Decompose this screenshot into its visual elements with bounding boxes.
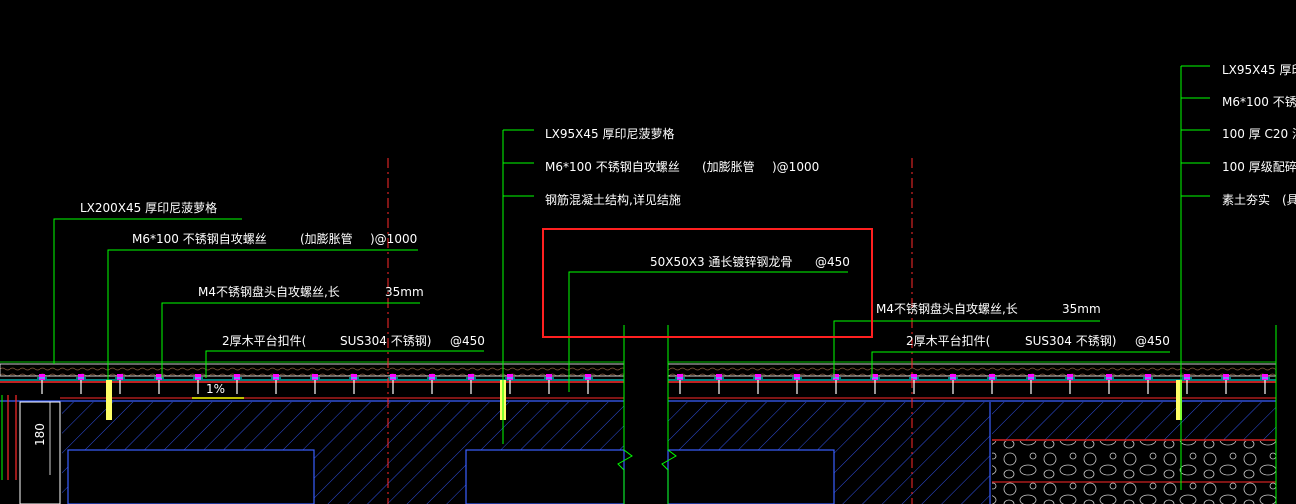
- middle-screw-spacing-label: )@1000: [772, 160, 819, 174]
- left-deck-fastener: [583, 374, 593, 394]
- right-slab-void: [667, 449, 835, 504]
- left-deck-fastener: [37, 374, 47, 394]
- left-deck-fastener: [232, 374, 242, 394]
- slope-label: 1%: [206, 382, 225, 396]
- middle-deck-board-label: LX95X45 厚印尼菠萝格: [545, 126, 674, 141]
- right-gravel-label: 100 厚级配碎石垫: [1222, 159, 1296, 174]
- concrete-layer: [992, 402, 1276, 440]
- right-soil-note-label: (具: [1282, 193, 1296, 207]
- middle-screw-label: M6*100 不锈钢自攻螺丝: [545, 160, 680, 174]
- left-leaders: [53, 218, 484, 380]
- left-expansion-label: (加膨胀管: [300, 231, 353, 246]
- right-deck-fastener: [831, 374, 841, 394]
- middle-labels: LX95X45 厚印尼菠萝格 M6*100 不锈钢自攻螺丝 (加膨胀管 )@10…: [545, 126, 850, 269]
- right-deck-fastener: [1260, 374, 1270, 394]
- right-clip-spacing-label: @450: [1135, 334, 1170, 348]
- left-deck-fastener: [193, 374, 203, 394]
- right-break-line: [661, 325, 677, 504]
- left-edge-column: [19, 401, 61, 504]
- right-deck-fastener: [675, 374, 685, 394]
- left-labels: LX200X45 厚印尼菠萝格 M6*100 不锈钢自攻螺丝 (加膨胀管 )@1…: [33, 200, 485, 446]
- right-screw-label: M6*100 不锈钢: [1222, 95, 1296, 109]
- break-lines: [617, 325, 1277, 504]
- dimension-180-label: 180: [33, 423, 47, 446]
- left-deck-board-label: LX200X45 厚印尼菠萝格: [80, 200, 217, 215]
- gravel-layer: [992, 441, 1276, 504]
- leader-left-screw: [107, 249, 418, 380]
- left-screw-spacing-label: )@1000: [370, 232, 417, 246]
- left-m4-label: M4不锈钢盘头自攻螺丝,长: [198, 284, 340, 299]
- right-deck-fastener: [1026, 374, 1036, 394]
- leader-right-m4: [833, 320, 1100, 378]
- leader-keel: [568, 271, 848, 392]
- right-deck-fastener: [1182, 374, 1192, 394]
- keel-label: 50X50X3 通长镀锌钢龙骨: [650, 255, 792, 269]
- left-deck-fastener: [544, 374, 554, 394]
- right-clip-label: 2厚木平台扣件(: [906, 333, 990, 348]
- left-deck-fastener: [115, 374, 125, 394]
- left-deck-fastener: [76, 374, 86, 394]
- right-deck-fastener: [714, 374, 724, 394]
- highlight-box[interactable]: [542, 228, 873, 338]
- middle-expansion-label: (加膨胀管: [702, 159, 755, 174]
- right-deck-fastener: [987, 374, 997, 394]
- left-deck: [0, 361, 625, 399]
- right-deck-fastener: [948, 374, 958, 394]
- leader-left-m4: [161, 302, 420, 378]
- left-break-line: [617, 325, 633, 504]
- keel-spacing-label: @450: [815, 255, 850, 269]
- leader-left-deck-board: [53, 218, 242, 364]
- leader-right-clip: [871, 351, 1170, 378]
- anchor-screw-left: [106, 380, 112, 420]
- left-deck-fastener: [466, 374, 476, 394]
- left-screw-label: M6*100 不锈钢自攻螺丝: [132, 232, 267, 246]
- right-deck-fastener: [1143, 374, 1153, 394]
- right-structure: [667, 400, 1276, 504]
- left-slab-void-1: [67, 449, 315, 504]
- left-deck-fastener: [505, 374, 515, 394]
- left-deck-fastener: [271, 374, 281, 394]
- left-structure: [0, 395, 625, 504]
- left-deck-fastener: [310, 374, 320, 394]
- right-deck: [667, 361, 1277, 399]
- right-deck-fastener: [1104, 374, 1114, 394]
- left-slab-void-2: [465, 449, 625, 504]
- right-soil-label: 素土夯实: [1222, 192, 1270, 207]
- left-clip-label: 2厚木平台扣件(: [222, 333, 306, 348]
- right-fastener-row: [675, 374, 1270, 394]
- right-deck-fastener: [909, 374, 919, 394]
- middle-structure-label: 钢筋混凝土结构,详见结施: [545, 192, 681, 207]
- axis-lines: [387, 158, 913, 504]
- left-clip-spacing-label: @450: [450, 334, 485, 348]
- right-deck-fastener: [753, 374, 763, 394]
- left-clip-material-label: SUS304 不锈钢): [340, 334, 431, 348]
- left-deck-fastener: [349, 374, 359, 394]
- right-m4-length-label: 35mm: [1062, 302, 1101, 316]
- left-deck-fastener: [427, 374, 437, 394]
- leader-left-clip: [205, 350, 484, 378]
- right-deck-fastener: [792, 374, 802, 394]
- left-fastener-row: [37, 374, 593, 394]
- right-clip-material-label: SUS304 不锈钢): [1025, 334, 1116, 348]
- left-deck-fastener: [388, 374, 398, 394]
- middle-leaders: [502, 129, 848, 444]
- left-m4-length-label: 35mm: [385, 285, 424, 299]
- anchor-screw-right: [1176, 380, 1182, 420]
- right-deck-fastener: [1065, 374, 1075, 394]
- right-concrete-label: 100 厚 C20 混: [1222, 127, 1296, 141]
- right-deck-fastener: [1221, 374, 1231, 394]
- right-labels: M4不锈钢盘头自攻螺丝,长 35mm 2厚木平台扣件( SUS304 不锈钢) …: [876, 63, 1296, 348]
- right-leaders: [833, 65, 1210, 490]
- right-deck-board-label: LX95X45 厚印: [1222, 63, 1296, 77]
- right-m4-label: M4不锈钢盘头自攻螺丝,长: [876, 301, 1018, 316]
